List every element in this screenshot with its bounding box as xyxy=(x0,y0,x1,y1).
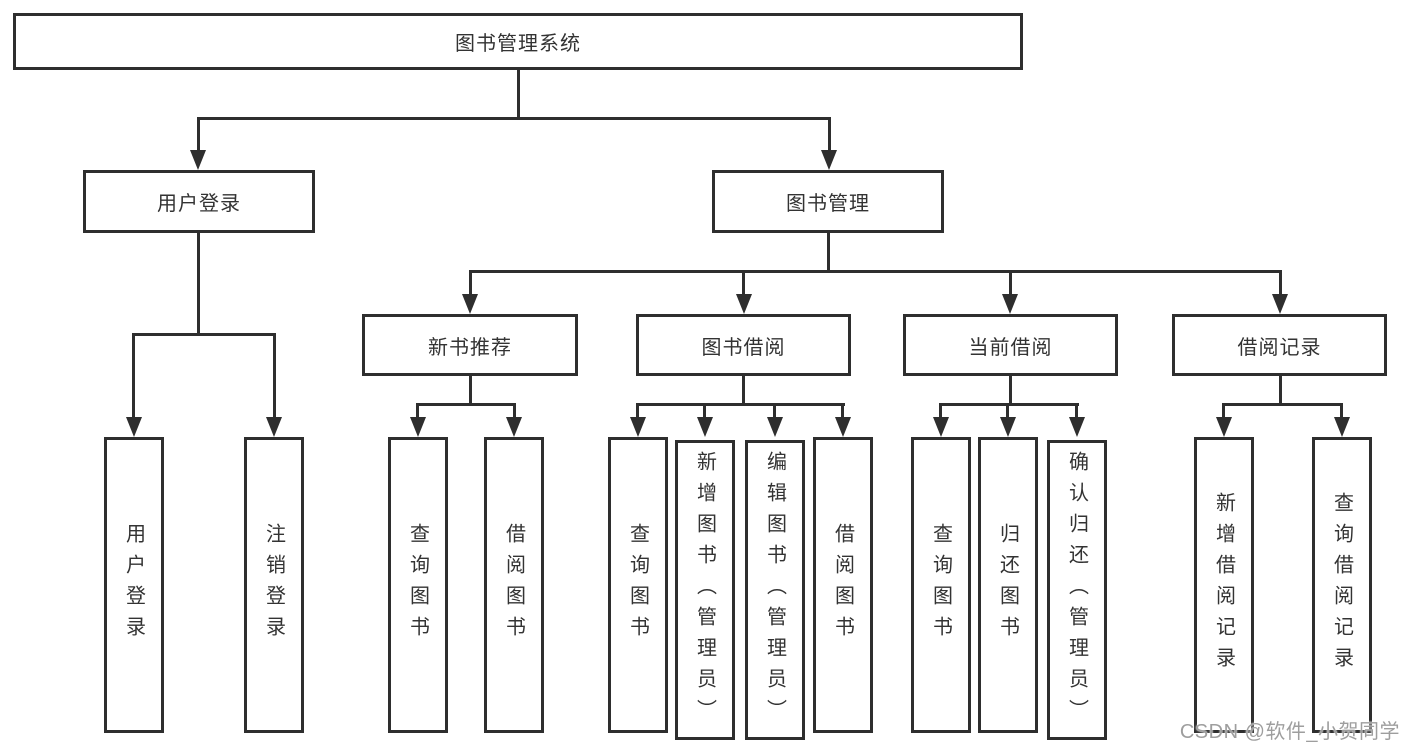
connector-line xyxy=(1278,376,1282,406)
node-current-borrowing-label: 当前借阅 xyxy=(968,336,1053,359)
connector-line xyxy=(703,403,706,417)
connector-line xyxy=(468,376,472,406)
leaf-return-books: 归还图书 xyxy=(978,437,1038,733)
leaf-confirm-return-admin-label: 确认归还（管理员） xyxy=(1065,450,1088,730)
connector-line xyxy=(1008,270,1012,294)
leaf-query-borrow-record-label: 查询借阅记录 xyxy=(1330,492,1353,678)
arrow-down-icon xyxy=(1272,294,1288,314)
connector-line xyxy=(132,333,135,417)
node-user-login: 用户登录 xyxy=(83,170,315,233)
arrow-down-icon xyxy=(1002,294,1018,314)
leaf-query-books-recommend: 查询图书 xyxy=(388,437,448,733)
leaf-query-borrow-record: 查询借阅记录 xyxy=(1312,437,1372,733)
leaf-query-books-borrow-label: 查询图书 xyxy=(626,523,649,647)
connector-line xyxy=(939,403,1079,406)
leaf-add-books-admin: 新增图书（管理员） xyxy=(675,440,735,740)
node-book-management-label: 图书管理 xyxy=(786,193,870,215)
leaf-edit-books-admin-label: 编辑图书（管理员） xyxy=(763,450,786,730)
node-user-login-label: 用户登录 xyxy=(157,193,241,215)
leaf-query-books-borrow: 查询图书 xyxy=(608,437,668,733)
connector-line xyxy=(1006,403,1009,417)
leaf-borrow-books-label: 借阅图书 xyxy=(831,523,854,647)
connector-line xyxy=(742,376,745,406)
node-borrowing-records: 借阅记录 xyxy=(1172,314,1387,376)
leaf-query-books-current-label: 查询图书 xyxy=(929,523,952,647)
leaf-borrow-books: 借阅图书 xyxy=(813,437,873,733)
leaf-add-books-admin-label: 新增图书（管理员） xyxy=(693,450,716,730)
leaf-user-login: 用户登录 xyxy=(104,437,164,733)
arrow-down-icon xyxy=(1333,417,1350,437)
leaf-add-borrow-record-label: 新增借阅记录 xyxy=(1212,492,1235,678)
connector-line xyxy=(939,403,942,417)
arrow-down-icon xyxy=(506,417,522,437)
connector-line xyxy=(416,403,419,417)
arrow-down-icon xyxy=(696,417,713,437)
connector-line xyxy=(132,333,275,336)
arrow-down-icon xyxy=(462,294,478,314)
node-book-management: 图书管理 xyxy=(712,170,944,233)
leaf-query-books-recommend-label: 查询图书 xyxy=(406,523,429,647)
arrow-down-icon xyxy=(629,417,646,437)
connector-line xyxy=(1008,376,1012,406)
arrow-down-icon xyxy=(766,417,783,437)
connector-line xyxy=(196,117,200,150)
arrow-down-icon xyxy=(932,417,949,437)
node-new-book-recommend-label: 新书推荐 xyxy=(428,336,512,359)
connector-line xyxy=(636,403,639,417)
connector-line xyxy=(516,69,520,120)
node-book-borrowing-label: 图书借阅 xyxy=(701,336,786,359)
connector-line xyxy=(272,333,276,417)
node-book-borrowing: 图书借阅 xyxy=(636,314,851,376)
node-current-borrowing: 当前借阅 xyxy=(903,314,1118,376)
connector-line xyxy=(468,270,472,294)
connector-line xyxy=(416,403,516,406)
connector-line xyxy=(742,270,745,294)
connector-line xyxy=(512,403,516,417)
arrow-down-icon xyxy=(1215,417,1232,437)
leaf-query-books-current: 查询图书 xyxy=(911,437,971,733)
connector-line xyxy=(468,270,1282,273)
connector-line xyxy=(1278,270,1282,294)
arrow-down-icon xyxy=(125,417,142,437)
node-new-book-recommend: 新书推荐 xyxy=(362,314,578,376)
connector-line xyxy=(1222,403,1343,406)
leaf-add-borrow-record: 新增借阅记录 xyxy=(1194,437,1254,733)
arrow-down-icon xyxy=(190,150,206,170)
leaf-edit-books-admin: 编辑图书（管理员） xyxy=(745,440,805,740)
connector-line xyxy=(826,233,830,273)
leaf-borrow-books-recommend-label: 借阅图书 xyxy=(502,523,525,647)
connector-line xyxy=(773,403,776,417)
arrow-down-icon xyxy=(821,150,837,170)
arrow-down-icon xyxy=(1068,417,1085,437)
leaf-user-login-label: 用户登录 xyxy=(122,523,145,647)
leaf-confirm-return-admin: 确认归还（管理员） xyxy=(1047,440,1107,740)
arrow-down-icon xyxy=(735,294,752,314)
leaf-borrow-books-recommend: 借阅图书 xyxy=(484,437,544,733)
csdn-watermark: CSDN @软件_小贺同学 xyxy=(1179,721,1400,743)
arrow-down-icon xyxy=(409,417,426,437)
leaf-return-books-label: 归还图书 xyxy=(996,523,1019,647)
connector-line xyxy=(1075,403,1078,417)
connector-line xyxy=(196,117,831,120)
arrow-down-icon xyxy=(834,417,851,437)
connector-line xyxy=(196,233,200,336)
root-node-label: 图书管理系统 xyxy=(455,33,581,55)
node-borrowing-records-label: 借阅记录 xyxy=(1237,336,1322,359)
connector-line xyxy=(1222,403,1225,417)
connector-line xyxy=(636,403,845,406)
arrow-down-icon xyxy=(999,417,1016,437)
arrow-down-icon xyxy=(266,417,282,437)
connector-line xyxy=(1340,403,1343,417)
connector-line xyxy=(841,403,844,417)
leaf-logout: 注销登录 xyxy=(244,437,304,733)
root-node-library-system: 图书管理系统 xyxy=(13,13,1023,70)
leaf-logout-label: 注销登录 xyxy=(262,523,285,647)
connector-line xyxy=(827,117,831,150)
